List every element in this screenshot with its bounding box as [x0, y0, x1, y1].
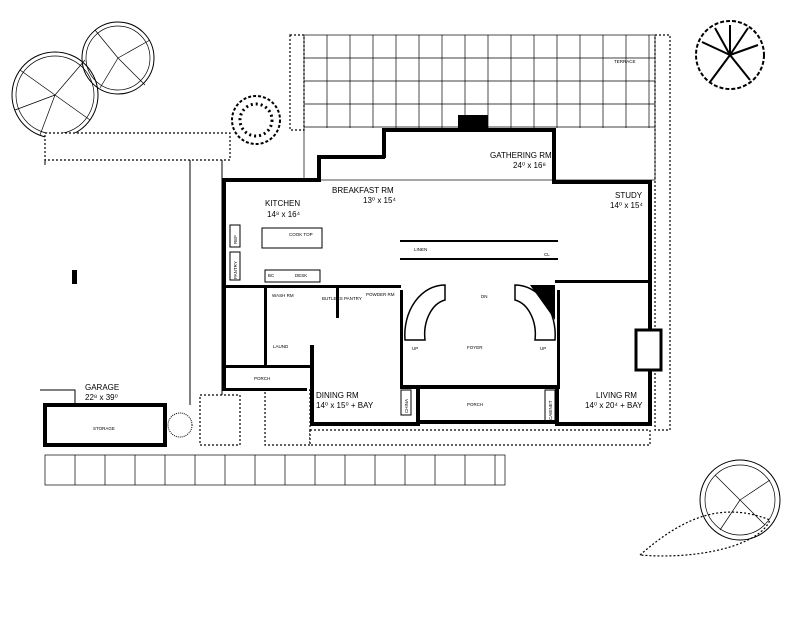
- room-label-powder: POWDER RM: [366, 292, 395, 297]
- room-label-kitchen: KITCHEN: [265, 199, 300, 208]
- room-label-wash: WASH RM: [272, 293, 294, 298]
- terrace: [303, 34, 656, 181]
- stair-up-left: UP: [412, 346, 418, 351]
- hedge: [44, 132, 231, 161]
- tree-top-left: [11, 21, 155, 139]
- linen-label: LINEN: [414, 247, 427, 252]
- hedge: [289, 34, 305, 131]
- room-dims-living: 14⁰ x 20⁴ + BAY: [585, 401, 643, 410]
- pantry-label: PANTRY: [233, 261, 238, 279]
- paving: [44, 454, 506, 486]
- room-label-living: LIVING RM: [596, 391, 637, 400]
- room-label-garage: GARAGE: [85, 383, 119, 392]
- room-label-butlers-pantry: BUTLERS PANTRY: [322, 296, 362, 301]
- stair-up-right: UP: [540, 346, 546, 351]
- room-label-foyer: FOYER: [467, 345, 483, 350]
- cooktop-label: COOK TOP: [289, 232, 313, 237]
- room-label-dining: DINING RM: [316, 391, 359, 400]
- room-label-storage: STORAGE: [93, 426, 115, 431]
- room-dims-breakfast: 13⁰ x 15⁴: [363, 196, 396, 205]
- cabinet-label: CABINET: [548, 400, 553, 420]
- china-label: CHINA: [404, 399, 409, 413]
- hedge: [199, 394, 241, 446]
- room-label-front-porch: PORCH: [467, 402, 483, 407]
- room-dims-kitchen: 14⁸ x 16⁴: [267, 210, 301, 219]
- house-walls: [222, 115, 663, 426]
- stair-down: DN: [481, 294, 488, 299]
- closet-label: CL: [544, 252, 550, 257]
- room-label-side-porch: PORCH: [254, 376, 270, 381]
- room-dims-garage: 22⁸ x 39⁰: [85, 393, 118, 402]
- room-label-gathering: GATHERING RM.: [490, 151, 554, 160]
- room-label-terrace: TERRACE: [614, 59, 636, 64]
- bc-label: BC: [268, 273, 275, 278]
- room-label-laund: LAUND: [273, 344, 289, 349]
- tree-top-right: [695, 20, 765, 90]
- tree-bottom-right: [638, 459, 781, 557]
- shrub: [231, 95, 281, 145]
- hedge: [309, 429, 651, 446]
- room-dims-gathering: 24⁰ x 16⁸: [513, 161, 546, 170]
- room-dims-dining: 14⁰ x 15⁰ + BAY: [316, 401, 374, 410]
- room-label-study: STUDY: [615, 191, 643, 200]
- ref-label: REF: [233, 235, 238, 244]
- hedge: [264, 389, 311, 446]
- staircase: [404, 284, 556, 341]
- room-label-breakfast: BREAKFAST RM: [332, 186, 394, 195]
- desk-label: DESK: [295, 273, 307, 278]
- room-dims-study: 14⁰ x 15⁴: [610, 201, 643, 210]
- garage: [40, 160, 223, 447]
